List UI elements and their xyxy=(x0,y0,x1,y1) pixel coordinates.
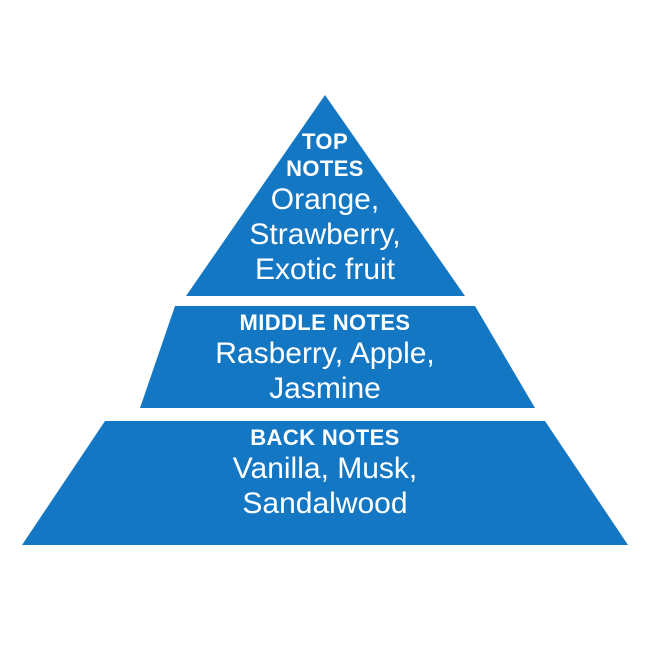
pyramid-band-middle xyxy=(140,306,535,408)
pyramid-band-back xyxy=(22,421,628,545)
pyramid-band-top xyxy=(186,95,465,296)
